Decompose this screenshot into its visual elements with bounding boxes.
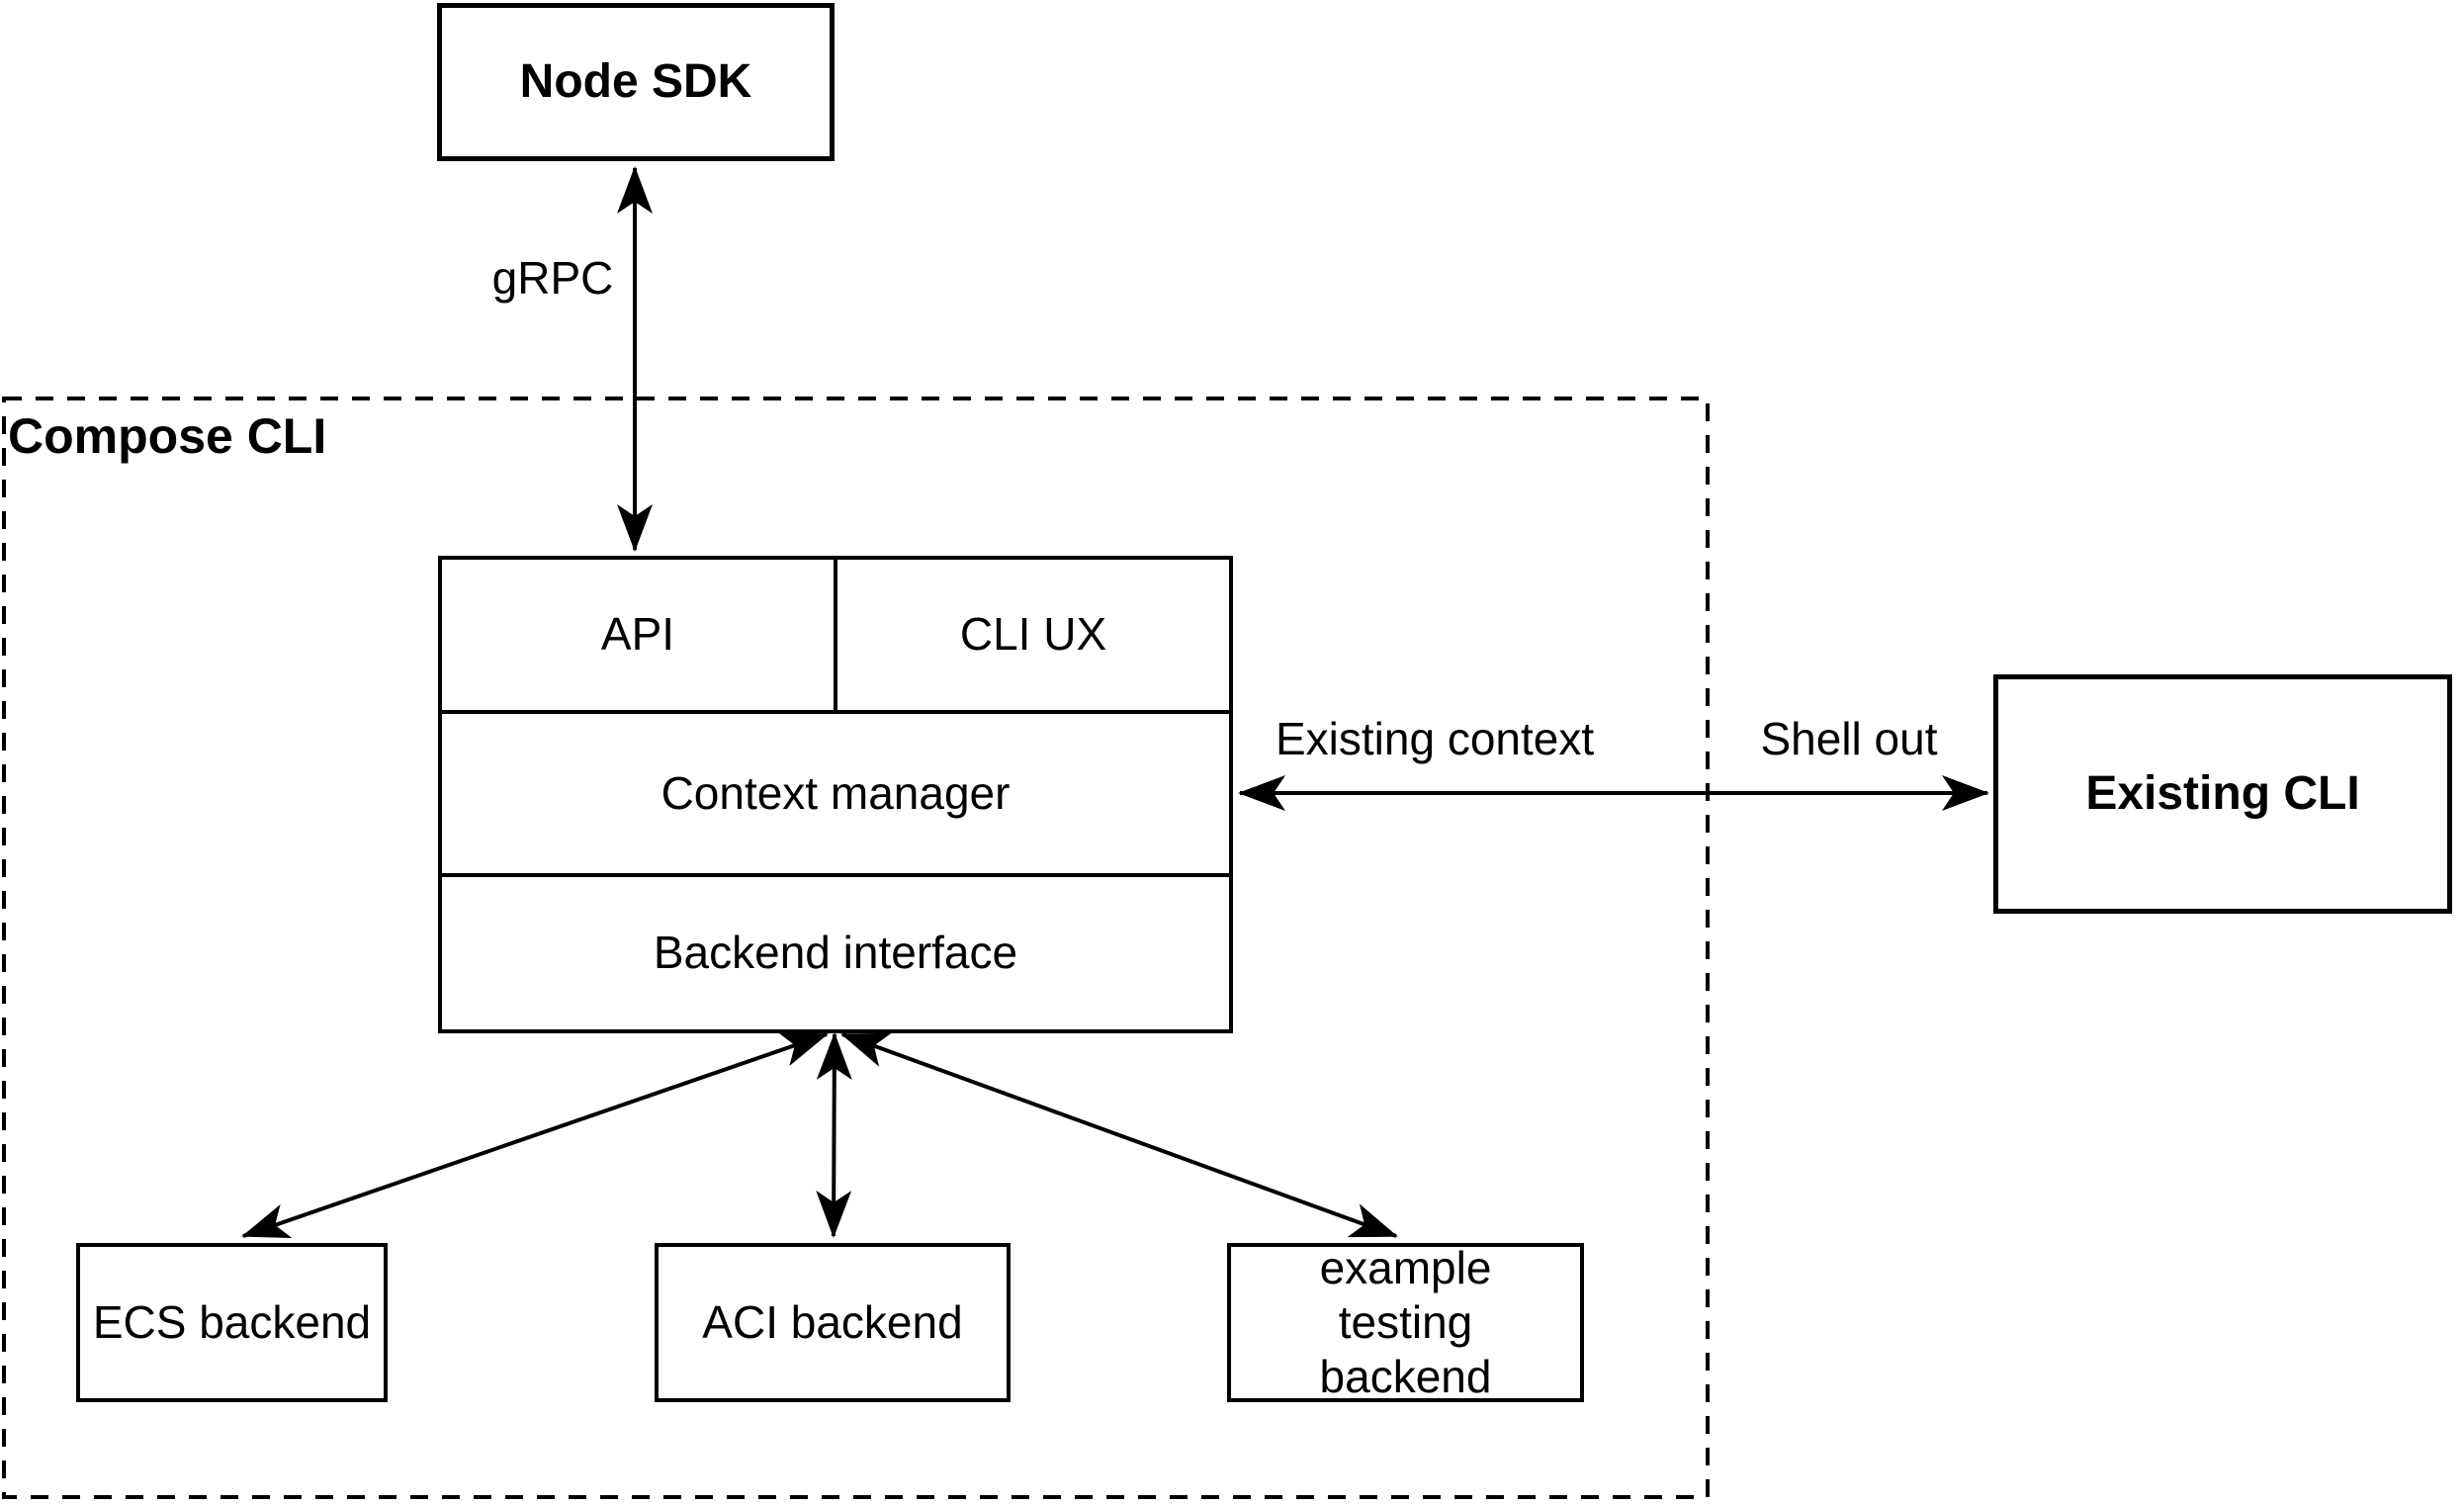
compose-cli-container-label: Compose CLI bbox=[8, 408, 327, 464]
existing-cli-box: Existing CLI bbox=[1993, 674, 2452, 914]
ecs-backend-box: ECS backend bbox=[76, 1243, 388, 1402]
backend-interface-label: Backend interface bbox=[653, 927, 1018, 979]
aci-backend-label: ACI backend bbox=[702, 1295, 963, 1348]
context-manager-cell: Context manager bbox=[438, 710, 1233, 877]
example-testing-backend-label: example testing backend bbox=[1319, 1241, 1492, 1403]
existing-context-edge-label: Existing context bbox=[1276, 713, 1595, 764]
backend-to-example-testing-arrow bbox=[840, 1032, 1398, 1238]
existing-cli-label: Existing CLI bbox=[2085, 767, 2360, 821]
backend-interface-cell: Backend interface bbox=[438, 873, 1233, 1033]
example-testing-backend-box: example testing backend bbox=[1227, 1241, 1584, 1403]
api-cell: API bbox=[438, 556, 837, 714]
cli-ux-cell: CLI UX bbox=[834, 556, 1233, 714]
compose-cli-container-border bbox=[2, 397, 1710, 1499]
cli-ux-label: CLI UX bbox=[959, 608, 1107, 661]
grpc-edge-label: gRPC bbox=[491, 252, 614, 304]
ecs-backend-label: ECS backend bbox=[92, 1295, 372, 1348]
shell-out-edge-label: Shell out bbox=[1760, 713, 1938, 764]
backend-to-aci-arrow bbox=[816, 1032, 852, 1238]
backend-to-ecs-arrow bbox=[241, 1032, 829, 1238]
aci-backend-box: ACI backend bbox=[655, 1243, 1011, 1402]
context-manager-label: Context manager bbox=[660, 766, 1011, 819]
node-sdk-label: Node SDK bbox=[519, 55, 752, 109]
node-sdk-box: Node SDK bbox=[437, 3, 835, 161]
api-label: API bbox=[600, 608, 675, 661]
